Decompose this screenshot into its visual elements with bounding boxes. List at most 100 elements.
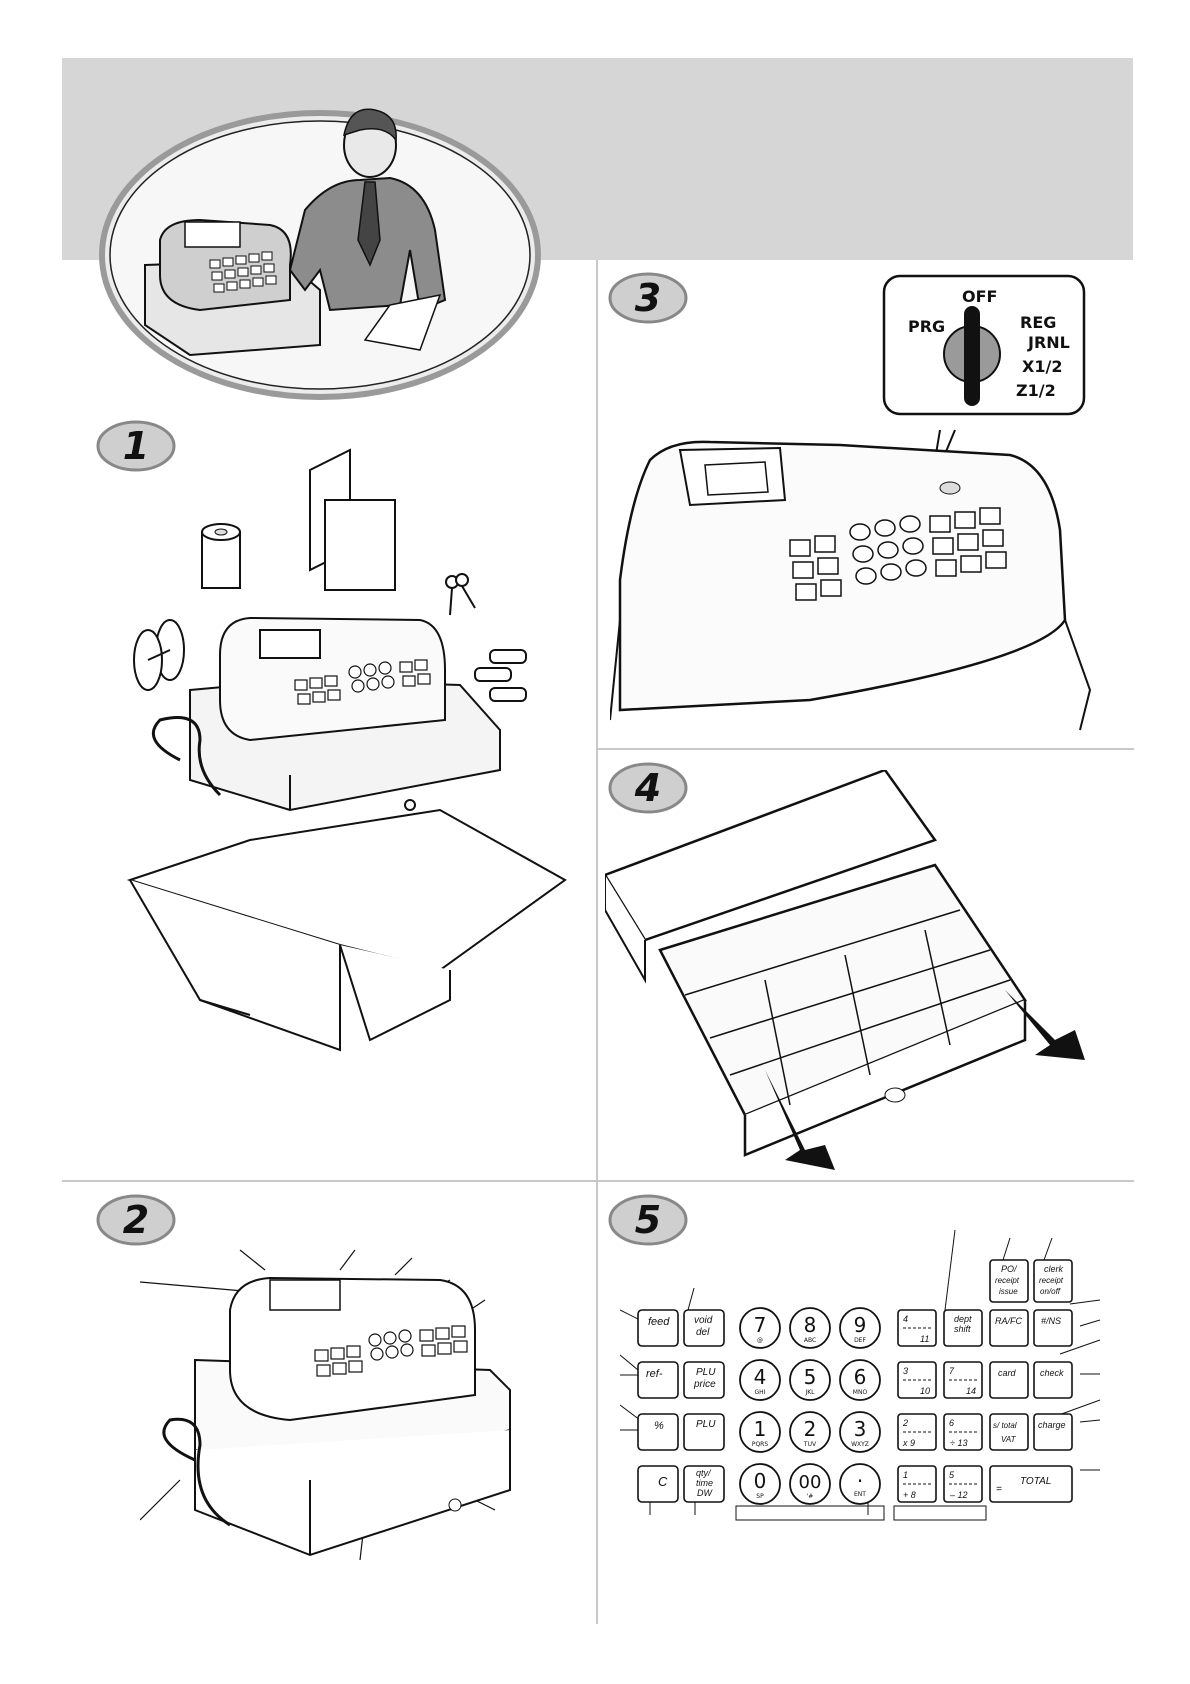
svg-text:PQRS: PQRS (752, 1441, 769, 1448)
svg-text:issue: issue (999, 1287, 1018, 1296)
batteries-icon (475, 650, 526, 701)
clear-key[interactable]: C (638, 1466, 678, 1502)
dept-key-1-8[interactable]: 1+ 8 (898, 1466, 936, 1502)
svg-text:qty/: qty/ (696, 1468, 712, 1478)
svg-text:PO/: PO/ (1001, 1264, 1018, 1274)
mode-switch-callout: OFF PRG REG JRNL X1/2 Z1/2 (880, 272, 1090, 422)
dept-group-bracket (894, 1506, 986, 1520)
digit-group-bracket (736, 1506, 884, 1520)
svg-text:JKL: JKL (804, 1389, 815, 1396)
svg-text:5: 5 (804, 1365, 817, 1389)
spool-icon (134, 620, 184, 690)
switch-label-prg: PRG (908, 317, 945, 336)
svg-text:dept: dept (954, 1314, 972, 1324)
svg-text:0: 0 (754, 1469, 767, 1493)
svg-text:price: price (693, 1379, 716, 1390)
svg-text:feed: feed (648, 1316, 670, 1328)
svg-text:8: 8 (804, 1313, 817, 1337)
total-key[interactable]: =TOTAL (990, 1466, 1072, 1502)
svg-text:TOTAL: TOTAL (1020, 1476, 1051, 1487)
feed-key[interactable]: feed (638, 1310, 678, 1346)
card-key[interactable]: card (990, 1362, 1028, 1398)
cash-drawer-illustration (605, 770, 1105, 1170)
svg-text:PLU: PLU (696, 1367, 716, 1378)
svg-text:check: check (1040, 1368, 1064, 1378)
dept-key-3-10[interactable]: 310 (898, 1362, 936, 1398)
unpacking-illustration (110, 440, 590, 1140)
keypad-diagram: feed ref- % C void del PLU price PLU qty… (620, 1230, 1120, 1560)
svg-text:receipt: receipt (1039, 1276, 1064, 1285)
svg-text:shift: shift (954, 1324, 971, 1334)
dept-key-6-13[interactable]: 6÷ 13 (944, 1414, 982, 1450)
plu-key[interactable]: PLU (684, 1414, 724, 1450)
charge-key[interactable]: charge (1034, 1414, 1072, 1450)
digit-key-00[interactable]: 00'# (790, 1464, 830, 1504)
step-badge-3: 3 (608, 272, 688, 324)
digit-key-0[interactable]: 0SP (740, 1464, 780, 1504)
svg-text:void: void (694, 1315, 713, 1326)
svg-text:11: 11 (920, 1334, 929, 1344)
ra-fc-key[interactable]: RA/FC (990, 1310, 1028, 1346)
switch-label-reg: REG (1020, 313, 1056, 332)
svg-text:%: % (654, 1420, 664, 1432)
svg-text:DW: DW (697, 1488, 713, 1498)
svg-text:ABC: ABC (804, 1337, 816, 1344)
svg-text:time: time (696, 1478, 713, 1488)
svg-text:SP: SP (756, 1493, 764, 1500)
dept-key-5-12[interactable]: 5– 12 (944, 1466, 982, 1502)
switch-label-jrnl: JRNL (1027, 333, 1070, 352)
svg-text:6: 6 (949, 1418, 954, 1428)
register-icon (190, 618, 500, 810)
switch-label-z: Z1/2 (1016, 381, 1056, 400)
register-overview-illustration (140, 1220, 560, 1600)
dept-key-2-9[interactable]: 2x 9 (898, 1414, 936, 1450)
svg-text:4: 4 (903, 1314, 908, 1324)
svg-text:– 12: – 12 (949, 1490, 968, 1500)
svg-text:s/ total: s/ total (993, 1421, 1017, 1430)
svg-text:ENT: ENT (854, 1491, 866, 1498)
svg-text:del: del (696, 1327, 710, 1338)
svg-text:9: 9 (854, 1313, 867, 1337)
step-number-3: 3 (608, 272, 688, 324)
divider-horizontal-full (62, 1180, 1134, 1182)
box-icon (130, 810, 565, 1050)
svg-text:TUV: TUV (803, 1441, 817, 1448)
dept-key-7-14[interactable]: 714 (944, 1362, 982, 1398)
keys-icon (446, 574, 475, 615)
svg-text:6: 6 (854, 1365, 867, 1389)
po-receipt-issue-key[interactable]: PO/receipt issue (990, 1260, 1028, 1302)
dept-key-4-11[interactable]: 4 11 (898, 1310, 936, 1346)
svg-text:WXYZ: WXYZ (851, 1441, 869, 1448)
svg-text:x 9: x 9 (902, 1438, 915, 1448)
void-key[interactable]: void del (684, 1310, 724, 1346)
svg-text:MNO: MNO (853, 1389, 868, 1396)
svg-text:1: 1 (903, 1470, 908, 1480)
manuals-icon (310, 450, 395, 590)
svg-text:receipt: receipt (995, 1276, 1020, 1285)
svg-text:1: 1 (754, 1417, 767, 1441)
svg-text:#/NS: #/NS (1041, 1316, 1061, 1326)
svg-text:on/off: on/off (1040, 1287, 1061, 1296)
plu-price-key[interactable]: PLU price (684, 1362, 724, 1398)
svg-text:3: 3 (854, 1417, 867, 1441)
divider-horizontal-right (598, 748, 1134, 750)
percent-key[interactable]: % (638, 1414, 678, 1450)
refund-key[interactable]: ref- (638, 1362, 678, 1398)
no-sale-key[interactable]: #/NS (1034, 1310, 1072, 1346)
digit-key-7[interactable]: 7@ (740, 1308, 780, 1348)
qty-time-key[interactable]: qty/ time DW (684, 1466, 724, 1502)
check-key[interactable]: check (1034, 1362, 1072, 1398)
svg-text:GHI: GHI (755, 1389, 766, 1396)
decimal-key[interactable]: .ENT (840, 1463, 880, 1504)
